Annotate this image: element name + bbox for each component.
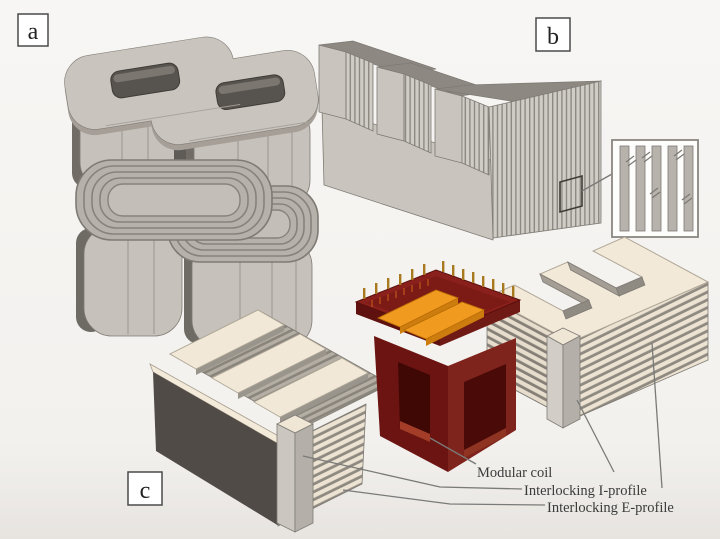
panel-a-lower-limbs <box>76 225 313 349</box>
annotation-interlocking-e-profile: Interlocking E-profile <box>547 500 674 516</box>
left-i-profile-block <box>276 414 314 533</box>
coil-terminal-pins <box>363 261 515 299</box>
lamination-callout-square <box>559 174 583 214</box>
svg-text:b: b <box>547 24 559 50</box>
panel-a-left-coil-rings <box>75 159 273 241</box>
left-stack-prong1 <box>169 309 285 370</box>
lamination-detail-inset <box>611 139 699 238</box>
panel-label-c: c <box>127 471 163 506</box>
e-core-tooth2-side <box>376 66 405 142</box>
right-stack-slot2-end <box>615 276 646 297</box>
leader-i-profile-right <box>576 399 615 473</box>
e-core-tooth2-laminations <box>403 73 432 154</box>
left-stack-prong3 <box>253 357 369 418</box>
leader-e-profile-left <box>342 489 546 506</box>
e-core-tooth1-laminations <box>345 51 374 132</box>
svg-text:a: a <box>28 19 39 45</box>
leader-lines <box>302 342 663 506</box>
leader-e-profile-right <box>651 342 663 489</box>
left-stack-front-face <box>153 372 282 526</box>
leader-modular-coil <box>429 437 477 465</box>
annotation-modular-coil: Modular coil <box>477 465 552 481</box>
panel-label-a: a <box>17 13 49 47</box>
panel-a-top-plate <box>64 36 319 151</box>
coil-wire-ends <box>371 279 429 307</box>
left-e-profile-stack <box>149 309 391 527</box>
coil-winding-2 <box>402 301 486 346</box>
e-core-right-laminated-face <box>488 80 602 239</box>
coil-flange-right-edge <box>440 300 520 346</box>
e-core-tooth3-laminations <box>461 95 490 176</box>
left-stack-prong2 <box>211 333 327 394</box>
coil-front-window <box>398 362 430 442</box>
panel-label-b: b <box>535 17 571 52</box>
e-core-tooth3-side <box>434 88 463 164</box>
panel-b-laminated-e-core <box>318 40 699 241</box>
right-i-profile-block <box>546 327 581 429</box>
modular-coil <box>354 261 522 472</box>
lamination-hatch-marks <box>625 149 693 205</box>
svg-text:c: c <box>140 478 151 504</box>
right-stack-slot1-end <box>562 299 593 320</box>
lamination-callout-line <box>581 173 613 192</box>
leader-i-profile-left <box>302 455 523 490</box>
e-core-tooth1-side <box>318 44 347 120</box>
annotation-interlocking-i-profile: Interlocking I-profile <box>524 483 647 499</box>
panel-a-assembled-core-model <box>64 36 319 349</box>
